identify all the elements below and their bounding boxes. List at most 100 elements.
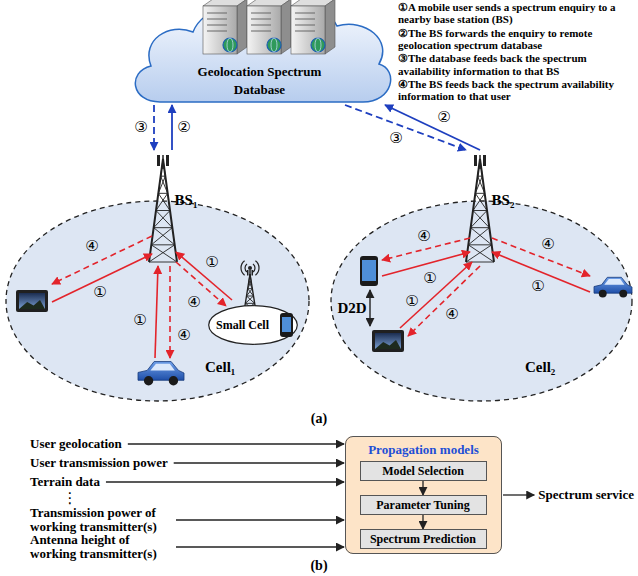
label-holder: ① xyxy=(133,312,146,328)
label-holder: ③The database feeds back the spectrum av… xyxy=(398,52,636,77)
process-box: Model Selection xyxy=(360,461,487,481)
tablet-screen xyxy=(19,293,45,309)
step-note: ④The BS feeds back the spectrum availabi… xyxy=(398,78,636,103)
label-holder: ④ xyxy=(541,236,554,252)
input-label: Transmission power of working transmitte… xyxy=(30,506,170,534)
label-holder: User transmission power xyxy=(30,456,168,470)
server-icon xyxy=(203,0,247,54)
arrow-line xyxy=(176,546,344,547)
cell-art xyxy=(16,155,259,385)
antenna-panel xyxy=(474,155,477,166)
callout-number: ① xyxy=(405,293,418,309)
text-holder: Spectrum Prediction xyxy=(361,530,486,548)
arrow-line xyxy=(176,252,232,300)
cell-shape xyxy=(5,150,310,402)
label-holder: ⋮ xyxy=(63,490,78,506)
server-slot xyxy=(295,13,315,14)
tablet-body xyxy=(16,290,48,312)
server-slot xyxy=(251,19,271,20)
car-wheel xyxy=(169,376,178,385)
arrow-line xyxy=(174,462,344,463)
server-slot xyxy=(251,13,271,14)
label-holder: ④The BS feeds back the spectrum availabi… xyxy=(398,78,636,103)
station-label: BS₂ xyxy=(492,192,515,209)
callout-number: ④ xyxy=(541,236,554,252)
panel-label: (a) xyxy=(311,411,327,427)
car-wheel xyxy=(144,376,153,385)
text-holder: Model Selection xyxy=(361,462,486,480)
step-note: ①A mobile user sends a spectrum enquiry … xyxy=(398,1,636,26)
step-note: ②The BS forwards the enquiry to remote g… xyxy=(398,27,636,52)
label-holder: Terrain data xyxy=(30,475,100,489)
label-holder: D2D xyxy=(337,300,366,317)
label-holder: ① xyxy=(531,278,544,294)
server-side xyxy=(281,0,291,54)
antenna-panel xyxy=(247,270,249,276)
phone-body xyxy=(280,313,293,337)
cell-region: Cell₂ xyxy=(330,150,633,402)
arrow-line xyxy=(106,481,344,482)
connector xyxy=(171,105,173,150)
label-holder: Spectrum service xyxy=(538,488,634,502)
car-icon xyxy=(138,362,184,386)
text-holder: Cell₁ xyxy=(205,358,235,376)
node-text: Geolocation Spectrum Database xyxy=(198,64,322,97)
text-holder: Cell₂ xyxy=(525,358,555,376)
antenna-panel xyxy=(252,270,254,276)
server-slot xyxy=(207,25,227,26)
label-holder: Transmission power of working transmitte… xyxy=(30,506,170,534)
arrow-line xyxy=(369,290,370,326)
car-window xyxy=(604,279,624,285)
text-holder: Parameter Tuning xyxy=(361,496,486,514)
tablet-picture xyxy=(375,340,401,349)
phone-icon xyxy=(280,313,293,337)
ellipsis-mark: ⋮ xyxy=(63,490,78,506)
label-holder: ④ xyxy=(85,238,98,254)
database-cloud: Geolocation Spectrum Database xyxy=(125,0,395,105)
label-holder: ② xyxy=(437,108,450,126)
label-holder: ④ xyxy=(177,327,190,343)
arrow-line xyxy=(128,443,344,444)
server-front xyxy=(291,6,325,54)
cell-region: Cell₁Small Cell xyxy=(5,150,310,402)
tower-brace xyxy=(466,245,494,262)
text-holder: Propagation models xyxy=(346,440,501,458)
label-holder: (b) xyxy=(310,558,327,574)
small-cell-outline xyxy=(209,306,298,345)
arrow-line xyxy=(503,494,534,495)
phone-screen xyxy=(282,317,291,332)
car-window xyxy=(150,364,174,371)
tower-symbol xyxy=(466,155,494,262)
globe xyxy=(223,38,237,52)
callout-number: ① xyxy=(93,284,106,300)
label-holder: ③ xyxy=(134,118,147,136)
server-icon xyxy=(291,0,335,54)
tower-brace xyxy=(248,281,253,288)
input-label: Antenna height of working transmitter(s) xyxy=(30,533,170,561)
server-slot xyxy=(207,13,227,14)
edge-label: ③ xyxy=(389,129,402,147)
tower-legs xyxy=(466,159,494,262)
label-holder: BS₂ xyxy=(492,192,515,209)
node-text: Cell₁ xyxy=(205,359,235,375)
arrow-line xyxy=(155,266,158,358)
node-text: Parameter Tuning xyxy=(376,498,469,513)
globe-meridian xyxy=(271,38,277,52)
callout-number: ① xyxy=(205,254,218,270)
tablet-picture xyxy=(19,300,45,309)
antenna-panel xyxy=(157,155,160,166)
tablet-screen xyxy=(375,333,401,349)
server-slot xyxy=(295,19,315,20)
callout-number: ① xyxy=(423,270,436,286)
label-holder: BS₁ xyxy=(175,192,198,209)
tower-symbol xyxy=(149,155,177,262)
tower-brace xyxy=(471,211,490,228)
tower-brace xyxy=(245,296,254,303)
label-holder: ④ xyxy=(445,306,458,322)
output-label: Spectrum service xyxy=(538,488,634,502)
station-label: BS₁ xyxy=(175,192,198,209)
radio-waves xyxy=(241,261,259,275)
radio-wave xyxy=(241,261,245,275)
connector xyxy=(422,481,423,495)
car-body xyxy=(138,362,184,381)
